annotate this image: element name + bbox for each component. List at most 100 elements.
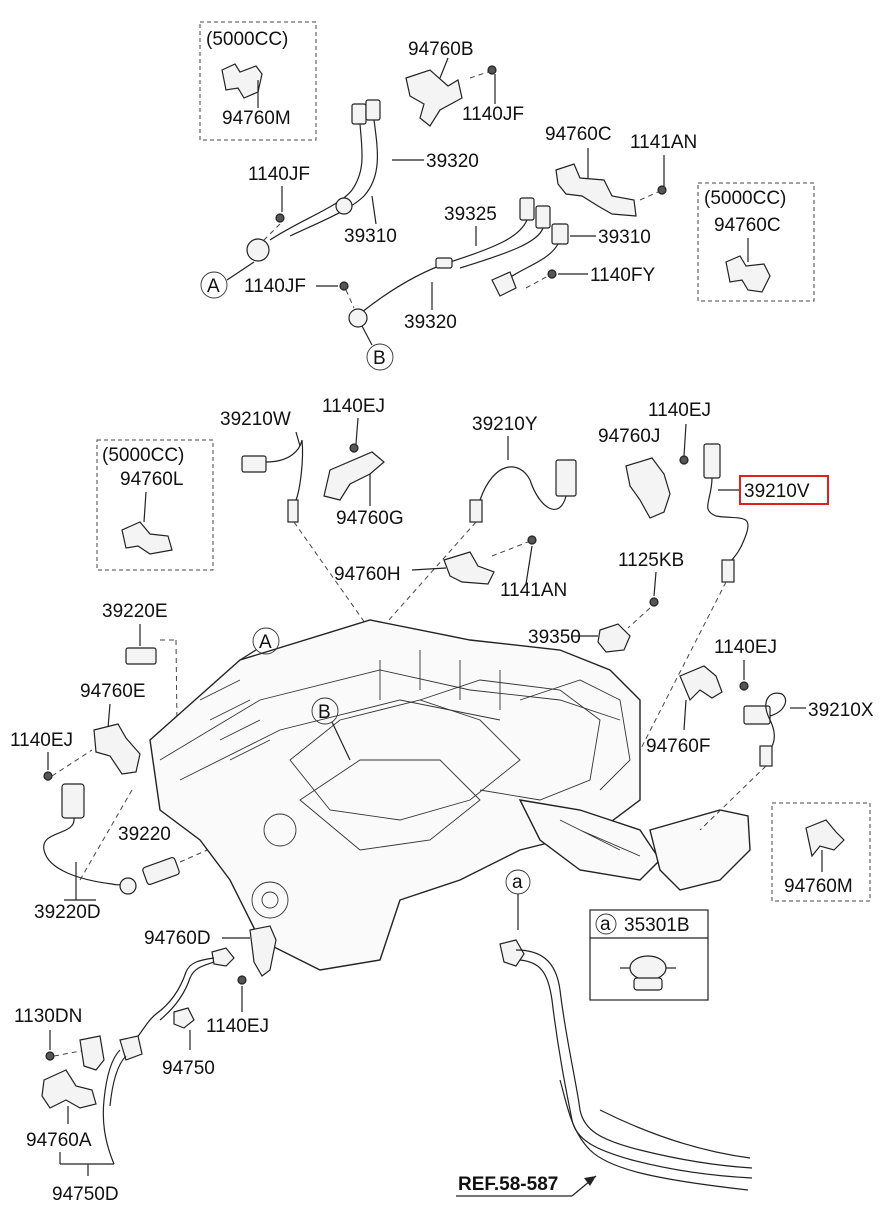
part-label-94760l[interactable]: 94760L bbox=[120, 469, 183, 490]
variant-label-5000cc: (5000CC) bbox=[704, 188, 786, 209]
part-label-94760g[interactable]: 94760G bbox=[336, 508, 404, 529]
bracket-94760d-icon bbox=[249, 925, 277, 977]
variant-box-5000cc-left bbox=[96, 439, 214, 571]
bracket-icon bbox=[79, 1035, 105, 1071]
part-label-94750[interactable]: 94750 bbox=[162, 1058, 215, 1079]
part-label-1125kb[interactable]: 1125KB bbox=[618, 550, 684, 571]
bracket-94760l-icon bbox=[121, 521, 173, 555]
part-label-39350[interactable]: 39350 bbox=[528, 627, 581, 648]
part-label-94750d[interactable]: 94750D bbox=[52, 1184, 119, 1205]
oxygen-sensor-icon bbox=[287, 499, 299, 523]
part-label-94760a[interactable]: 94760A bbox=[26, 1130, 92, 1151]
part-label-39320[interactable]: 39320 bbox=[404, 312, 457, 333]
part-label-39325[interactable]: 39325 bbox=[444, 204, 497, 225]
variant-box-5000cc-top bbox=[199, 21, 317, 141]
bolt-icon bbox=[679, 455, 689, 465]
part-label-1141an[interactable]: 1141AN bbox=[500, 580, 567, 601]
part-label-94760h[interactable]: 94760H bbox=[334, 564, 401, 585]
part-label-1130dn[interactable]: 1130DN bbox=[14, 1006, 82, 1027]
part-label-1140jf[interactable]: 1140JF bbox=[248, 164, 310, 185]
connector-icon bbox=[519, 197, 535, 221]
part-label-39210y[interactable]: 39210Y bbox=[472, 414, 538, 435]
part-label-94760c[interactable]: 94760C bbox=[714, 215, 781, 236]
part-label-1140jf[interactable]: 1140JF bbox=[244, 276, 306, 297]
part-label-39320[interactable]: 39320 bbox=[426, 151, 479, 172]
callout-b-top[interactable] bbox=[366, 343, 394, 371]
bolt-icon bbox=[487, 65, 497, 75]
part-label-94760f[interactable]: 94760F bbox=[646, 736, 710, 757]
sensor-94750-icon bbox=[173, 1007, 195, 1029]
bolt-icon bbox=[649, 597, 659, 607]
bolt-icon bbox=[527, 535, 537, 545]
callout-letter: B bbox=[318, 702, 331, 723]
part-label-39310[interactable]: 39310 bbox=[598, 227, 651, 248]
part-label-1140ej[interactable]: 1140EJ bbox=[206, 1016, 269, 1037]
bolt-icon bbox=[349, 443, 359, 453]
part-label-1141an[interactable]: 1141AN bbox=[630, 132, 697, 153]
part-label-35301b[interactable]: 35301B bbox=[624, 915, 690, 936]
sensor-icon bbox=[491, 271, 517, 297]
part-label-94760m[interactable]: 94760M bbox=[222, 108, 291, 129]
variant-box-right bbox=[771, 802, 871, 902]
part-label-39210x[interactable]: 39210X bbox=[808, 700, 874, 721]
knock-sensor-icon bbox=[335, 197, 353, 215]
oxygen-sensor-icon bbox=[759, 745, 773, 767]
bolt-icon bbox=[547, 269, 557, 279]
bracket-94760b-icon bbox=[405, 69, 463, 127]
callout-b-engine[interactable] bbox=[311, 697, 339, 725]
callout-letter: a bbox=[512, 872, 523, 893]
callout-letter: A bbox=[207, 276, 220, 297]
part-label-1140ej[interactable]: 1140EJ bbox=[10, 730, 73, 751]
variant-label-5000cc: (5000CC) bbox=[206, 29, 288, 50]
connector-icon bbox=[365, 99, 381, 121]
bracket-94760f-icon bbox=[679, 665, 723, 702]
connector-icon bbox=[125, 647, 157, 665]
part-label-94760c[interactable]: 94760C bbox=[545, 124, 612, 145]
part-label-1140ej[interactable]: 1140EJ bbox=[714, 637, 777, 658]
knock-sensor-icon bbox=[246, 238, 270, 262]
part-label-1140ej[interactable]: 1140EJ bbox=[648, 400, 711, 421]
connector-icon bbox=[535, 205, 551, 229]
part-label-94760e[interactable]: 94760E bbox=[80, 681, 146, 702]
callout-a-top[interactable] bbox=[200, 271, 228, 299]
connector-icon bbox=[211, 947, 235, 967]
reference-label[interactable]: REF.58-587 bbox=[458, 1174, 558, 1195]
bracket-94760j-icon bbox=[625, 457, 671, 519]
clip-icon bbox=[435, 257, 453, 269]
callout-letter: a bbox=[600, 914, 611, 935]
bolt-icon bbox=[275, 213, 285, 223]
connector-icon bbox=[703, 443, 721, 479]
connector-icon bbox=[551, 223, 569, 245]
bracket-94760g-icon bbox=[323, 451, 385, 501]
callout-a-engine[interactable] bbox=[252, 627, 280, 655]
part-label-39210v[interactable]: 39210V bbox=[744, 481, 810, 502]
part-label-94760j[interactable]: 94760J bbox=[598, 426, 660, 447]
part-label-39310[interactable]: 39310 bbox=[344, 226, 397, 247]
fitting-icon bbox=[499, 939, 525, 967]
bolt-icon bbox=[45, 1051, 55, 1061]
part-label-1140ej[interactable]: 1140EJ bbox=[322, 396, 385, 417]
bolt-icon bbox=[43, 771, 53, 781]
part-label-39220d[interactable]: 39220D bbox=[34, 902, 101, 923]
bolt-icon bbox=[739, 681, 749, 691]
part-label-94760m[interactable]: 94760M bbox=[784, 876, 853, 897]
part-label-39210w[interactable]: 39210W bbox=[220, 409, 291, 430]
bracket-94760a-icon bbox=[41, 1069, 97, 1109]
part-label-1140jf[interactable]: 1140JF bbox=[462, 104, 524, 125]
part-label-1140fy[interactable]: 1140FY bbox=[590, 265, 655, 286]
bolt-icon bbox=[237, 975, 247, 985]
part-label-39220e[interactable]: 39220E bbox=[102, 601, 168, 622]
engine-block bbox=[149, 619, 751, 971]
sensor-39220-icon bbox=[142, 856, 180, 886]
part-label-94760d[interactable]: 94760D bbox=[144, 928, 211, 949]
bracket-94760m-icon bbox=[221, 63, 263, 99]
part-label-39220[interactable]: 39220 bbox=[118, 824, 171, 845]
callout-a-box bbox=[595, 913, 617, 935]
bracket-94760c-icon bbox=[555, 163, 637, 217]
part-highlight-39210v bbox=[739, 475, 829, 505]
callout-letter: A bbox=[259, 632, 272, 653]
bolt-icon bbox=[339, 281, 349, 291]
part-label-94760b[interactable]: 94760B bbox=[408, 39, 474, 60]
connector-icon bbox=[119, 1035, 143, 1061]
connector-icon bbox=[351, 103, 367, 125]
